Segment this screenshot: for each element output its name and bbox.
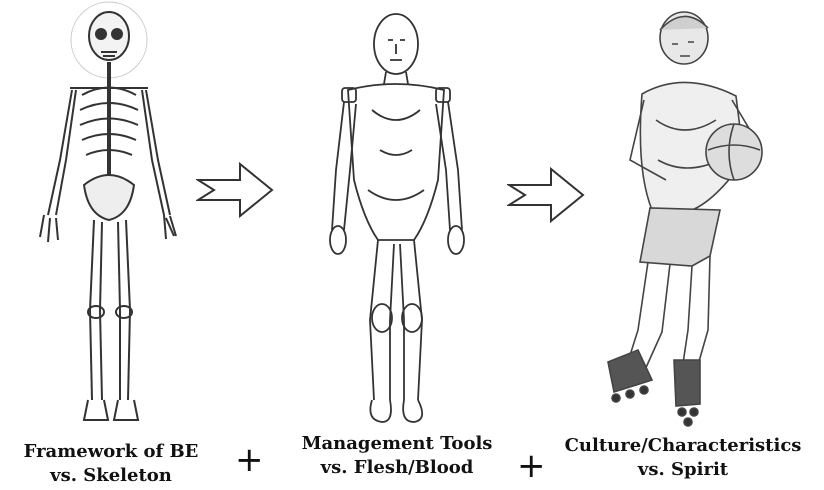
plus-sign: + (517, 446, 546, 486)
right-arrow-icon (196, 160, 276, 220)
caption-culture-line2: vs. Spirit (548, 458, 818, 482)
caption-culture-line1: Culture/Characteristics (548, 434, 818, 458)
human-figure-illustration (318, 0, 478, 430)
caption-framework-line2: vs. Skeleton (0, 464, 222, 488)
right-arrow-icon (507, 165, 587, 225)
caption-management-tools-line1: Management Tools (272, 432, 522, 456)
skater-illustration (596, 0, 786, 430)
caption-culture: Culture/Characteristics vs. Spirit (548, 434, 818, 482)
skeleton-illustration (30, 0, 200, 430)
caption-framework: Framework of BE vs. Skeleton (0, 440, 222, 488)
caption-management-tools-line2: vs. Flesh/Blood (272, 456, 522, 480)
caption-management-tools: Management Tools vs. Flesh/Blood (272, 432, 522, 480)
caption-framework-line1: Framework of BE (0, 440, 222, 464)
plus-sign: + (235, 440, 264, 480)
